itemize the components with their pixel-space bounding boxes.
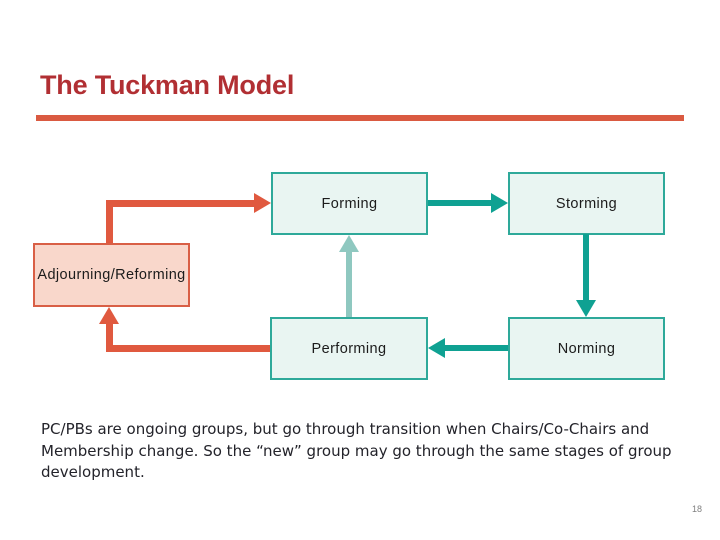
arrowhead-left-icon — [428, 338, 445, 358]
edge-performing-forming-line — [346, 252, 352, 317]
arrowhead-up-icon — [99, 307, 119, 324]
node-storming: Storming — [508, 172, 665, 235]
edge-storming-norming-line — [583, 234, 589, 300]
page-number: 18 — [692, 504, 703, 514]
edge-adjourning-forming-vertical — [106, 200, 113, 243]
edge-performing-adjourning-horizontal — [106, 345, 270, 352]
node-norming: Norming — [508, 317, 665, 380]
node-norming-label: Norming — [557, 340, 616, 357]
node-forming-label: Forming — [321, 195, 378, 212]
edge-performing-adjourning-vertical — [106, 324, 113, 352]
edge-adjourning-forming-horizontal — [106, 200, 254, 207]
arrowhead-down-icon — [576, 300, 596, 317]
node-storming-label: Storming — [555, 195, 618, 212]
node-forming: Forming — [271, 172, 428, 235]
title-underline-rule — [36, 115, 684, 121]
slide-title: The Tuckman Model — [40, 70, 295, 100]
edge-forming-storming-line — [428, 200, 491, 206]
node-performing-label: Performing — [311, 340, 387, 357]
node-adjourning-reforming: Adjourning/Reforming — [33, 243, 190, 307]
arrowhead-up-icon — [339, 235, 359, 252]
edge-norming-performing-line — [445, 345, 508, 351]
arrowhead-right-icon — [491, 193, 508, 213]
body-paragraph: PC/PBs are ongoing groups, but go throug… — [41, 420, 672, 481]
arrowhead-right-icon — [254, 193, 271, 213]
node-adjourning-reforming-label: Adjourning/Reforming — [37, 267, 186, 283]
node-performing: Performing — [270, 317, 428, 380]
